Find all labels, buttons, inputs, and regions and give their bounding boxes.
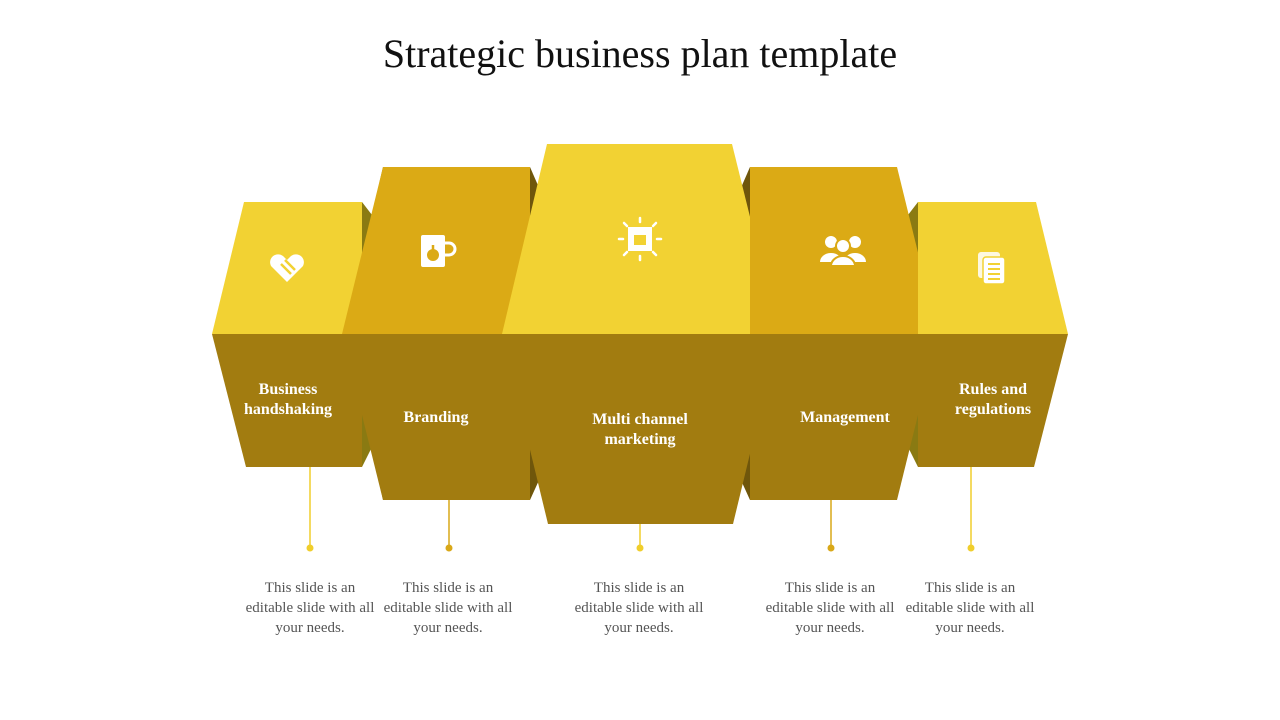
block-4-bottom[interactable]: [750, 334, 938, 500]
step-5-description: This slide is an editable slide with all…: [905, 580, 1035, 636]
step-4-label: Management: [800, 409, 890, 426]
connector-1: [306, 467, 314, 552]
connector-2: [445, 500, 453, 552]
step-5-label: Rules and regulations: [954, 381, 1032, 418]
step-1-label: Business handshaking: [243, 381, 333, 418]
sun-icon: [617, 216, 663, 262]
step-3-description: This slide is an editable slide with all…: [574, 580, 704, 636]
step-3-label: Multi channel marketing: [592, 411, 688, 448]
block-1-bottom[interactable]: [212, 334, 362, 467]
block-2-bottom[interactable]: [342, 334, 530, 500]
connector-3: [636, 524, 644, 552]
step-4-description: This slide is an editable slide with all…: [765, 580, 895, 636]
slide-title: Strategic business plan template: [382, 31, 898, 76]
step-2-description: This slide is an editable slide with all…: [383, 580, 513, 636]
block-5-bottom[interactable]: [918, 334, 1068, 467]
block-3-bottom[interactable]: [502, 334, 779, 524]
handshake-icon: [270, 254, 304, 282]
documents-icon: [978, 252, 1006, 285]
step-1-description: This slide is an editable slide with all…: [245, 580, 375, 636]
team-icon: [820, 236, 866, 267]
mug-icon: [421, 235, 457, 267]
connector-4: [827, 500, 835, 552]
step-2-label: Branding: [403, 409, 469, 426]
connector-5: [967, 467, 975, 552]
